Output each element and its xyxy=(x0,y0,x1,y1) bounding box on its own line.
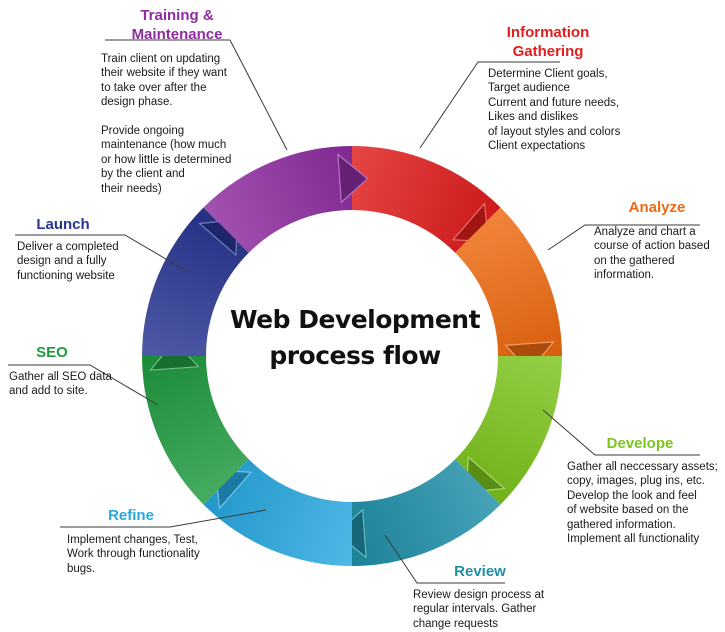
stage-title-review: Review xyxy=(454,563,506,580)
leader-line-information-gathering xyxy=(419,61,560,149)
leader-line-review xyxy=(384,534,505,584)
leader-line-refine xyxy=(60,509,267,528)
stage-title-develope: Develope xyxy=(606,435,674,452)
stage-description-information-gathering: Determine Client goals, Target audience … xyxy=(488,68,621,153)
stage-title-information-gathering: Information Gathering xyxy=(506,24,590,60)
stage-title-seo: SEO xyxy=(36,344,68,361)
ring-segment-analyze xyxy=(455,207,562,356)
stage-description-refine: Implement changes, Test, Work through fu… xyxy=(67,534,200,575)
leader-line-seo xyxy=(8,364,159,406)
ring-segment-develope xyxy=(455,356,562,505)
stage-description-develope: Gather all neccessary assets; copy, imag… xyxy=(567,461,718,546)
ring-segment-refine xyxy=(203,459,352,566)
ring-segment-information-gathering xyxy=(352,146,501,253)
stage-description-seo: Gather all SEO data and add to site. xyxy=(9,371,112,398)
leader-line-develope xyxy=(542,409,700,456)
stage-title-launch: Launch xyxy=(36,216,90,233)
stage-title-analyze: Analyze xyxy=(628,199,686,216)
leader-line-analyze xyxy=(547,224,700,251)
stage-description-launch: Deliver a completed design and a fully f… xyxy=(17,241,119,282)
center-title-line2: process flow xyxy=(269,341,441,370)
center-title: Web Development process flow xyxy=(215,302,495,374)
stage-description-review: Review design process at regular interva… xyxy=(413,589,545,630)
ring-segment-training-maintenance xyxy=(203,146,352,253)
leader-line-training-maintenance xyxy=(105,39,288,151)
stage-title-training-maintenance: Training & Maintenance xyxy=(131,7,223,43)
ring-segment-seo xyxy=(142,356,249,505)
center-title-line1: Web Development xyxy=(229,305,481,334)
stage-description-analyze: Analyze and chart a course of action bas… xyxy=(594,226,710,282)
leader-line-launch xyxy=(15,234,189,273)
ring-segment-review xyxy=(352,459,501,566)
stage-title-refine: Refine xyxy=(108,507,154,524)
ring-arrow-training-maintenance xyxy=(337,153,369,204)
stage-description-training-maintenance: Train client on updating their website i… xyxy=(101,53,232,195)
ring-segment-launch xyxy=(142,207,249,356)
